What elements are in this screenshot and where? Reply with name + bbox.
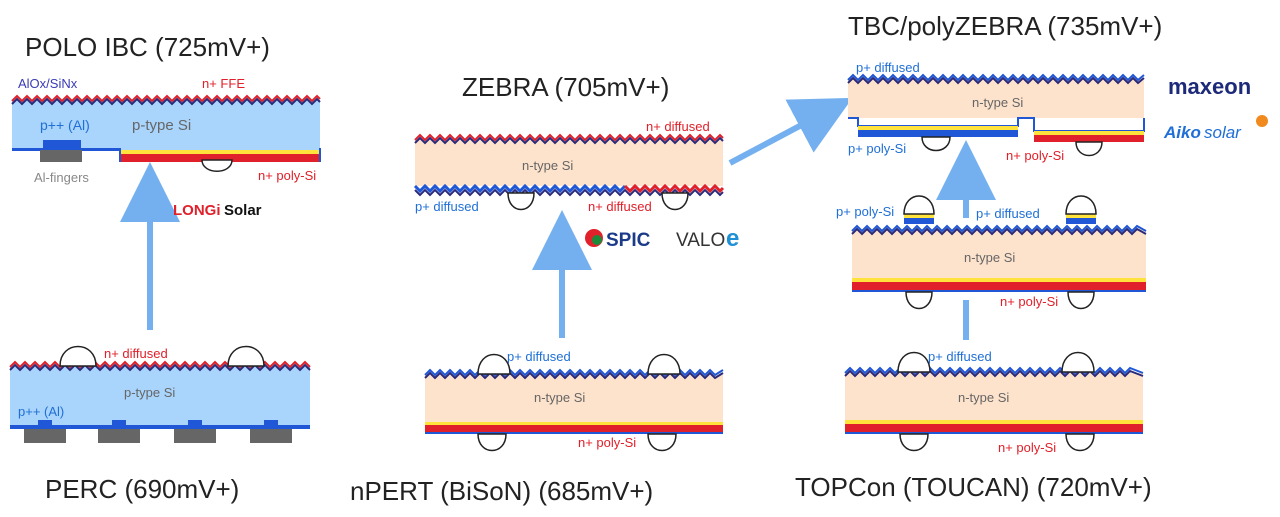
polo-al-label: p++ (Al)	[40, 117, 90, 133]
title-perc: PERC (690mV+)	[45, 474, 239, 504]
zebra-bulk	[415, 140, 723, 186]
topcon-bulk-label: n-type Si	[958, 390, 1009, 405]
polo-yellow-layer	[120, 150, 320, 154]
polo-passivation-zigzag	[11, 97, 321, 106]
toucan-bulk	[852, 229, 1146, 281]
polo-al-contact	[43, 140, 81, 150]
maxeon-logo-text: maxeon	[1168, 74, 1251, 99]
aiko-logo-sun	[1256, 115, 1268, 127]
aiko-logo: Aiko solar	[1163, 115, 1268, 142]
toucan-ppoly-label: p+ poly-Si	[836, 204, 894, 219]
polo-ibc-cell: AlOx/SiNx n+ FFE p++ (Al) p-type Si Al-f…	[11, 76, 321, 185]
arrow-zebra-to-tbc	[728, 97, 853, 166]
title-npert: nPERT (BiSoN) (685mV+)	[350, 476, 653, 506]
toucan-pdiff-label: p+ diffused	[976, 206, 1040, 221]
polo-finger-contact	[201, 159, 233, 172]
topcon-poly-label: n+ poly-Si	[998, 440, 1056, 455]
topcon-npoly-layer	[845, 424, 1143, 432]
tbc-bulk-label: n-type Si	[972, 95, 1023, 110]
tbc-cell: p+ diffused n-type Si p+ poly-Si n+ poly…	[847, 60, 1145, 163]
npert-bulk-label: n-type Si	[534, 390, 585, 405]
perc-top-label: n+ diffused	[104, 346, 168, 361]
title-zebra: ZEBRA (705mV+)	[462, 72, 669, 102]
longi-solar-text: Solar	[224, 202, 262, 219]
polo-ffe-label: n+ FFE	[202, 76, 245, 91]
tbc-ppoly-layer	[858, 130, 1018, 137]
toucan-cell: p+ poly-Si p+ diffused n-type Si n+ poly…	[836, 195, 1147, 310]
perc-bulk-label: p-type Si	[124, 385, 175, 400]
valoe-logo-text: VALO	[676, 230, 725, 251]
topcon-cell: p+ diffused n-type Si n+ poly-Si	[844, 349, 1144, 455]
progression-arrows	[120, 97, 996, 340]
tbc-top-label: p+ diffused	[856, 60, 920, 75]
topcon-bulk	[845, 373, 1143, 423]
zebra-top-label: n+ diffused	[646, 119, 710, 134]
maxeon-logo: maxeon	[1168, 74, 1251, 99]
perc-al-finger	[24, 429, 66, 443]
polo-npoly-layer	[120, 154, 320, 162]
topcon-top-label: p+ diffused	[928, 349, 992, 364]
valoe-logo: VALO e	[676, 225, 739, 252]
polo-poly-label: n+ poly-Si	[258, 168, 316, 183]
aiko-logo-solar: solar	[1204, 123, 1242, 142]
polo-al-finger	[40, 150, 82, 162]
zebra-contact-n	[661, 192, 689, 211]
npert-bulk	[425, 375, 723, 425]
longi-logo-text: LONGi	[173, 202, 221, 219]
toucan-bulk-label: n-type Si	[964, 250, 1015, 265]
spic-logo: SPIC	[585, 229, 651, 251]
perc-cell: n+ diffused p-type Si p++ (Al)	[9, 345, 311, 443]
tbc-npoly-label: n+ poly-Si	[1006, 148, 1064, 163]
title-polo-ibc: POLO IBC (725mV+)	[25, 32, 270, 62]
zebra-contact-p	[507, 192, 535, 211]
zebra-cell: n+ diffused n-type Si p+ diffused n+ dif…	[413, 119, 725, 214]
npert-poly-label: n+ poly-Si	[578, 435, 636, 450]
aiko-logo-text: Aiko	[1163, 123, 1201, 142]
tbc-npoly-layer	[1034, 135, 1144, 142]
spic-logo-text: SPIC	[606, 230, 651, 251]
perc-al-label: p++ (Al)	[18, 404, 64, 419]
npert-top-label: p+ diffused	[507, 349, 571, 364]
zebra-pdiff-label: p+ diffused	[415, 199, 479, 214]
polo-passivation-label: AlOx/SiNx	[18, 76, 78, 91]
npert-npoly-layer	[425, 425, 723, 432]
perc-bulk	[10, 367, 310, 427]
tbc-ppoly-label: p+ poly-Si	[848, 141, 906, 156]
title-tbc-polyzebra: TBC/polyZEBRA (735mV+)	[848, 11, 1162, 41]
valoe-logo-e: e	[726, 225, 739, 252]
polo-ffe-zigzag	[11, 94, 321, 103]
polo-bulk-label: p-type Si	[132, 117, 191, 134]
npert-cell: p+ diffused n-type Si n+ poly-Si	[424, 349, 724, 452]
toucan-poly-label: n+ poly-Si	[1000, 294, 1058, 309]
polo-fingers-label: Al-fingers	[34, 170, 89, 185]
tbc-bulk	[848, 78, 1144, 118]
longi-logo: LONGi Solar	[173, 202, 262, 219]
zebra-ndiff-label: n+ diffused	[588, 199, 652, 214]
title-topcon: TOPCon (TOUCAN) (720mV+)	[795, 472, 1152, 502]
zebra-bulk-label: n-type Si	[522, 158, 573, 173]
